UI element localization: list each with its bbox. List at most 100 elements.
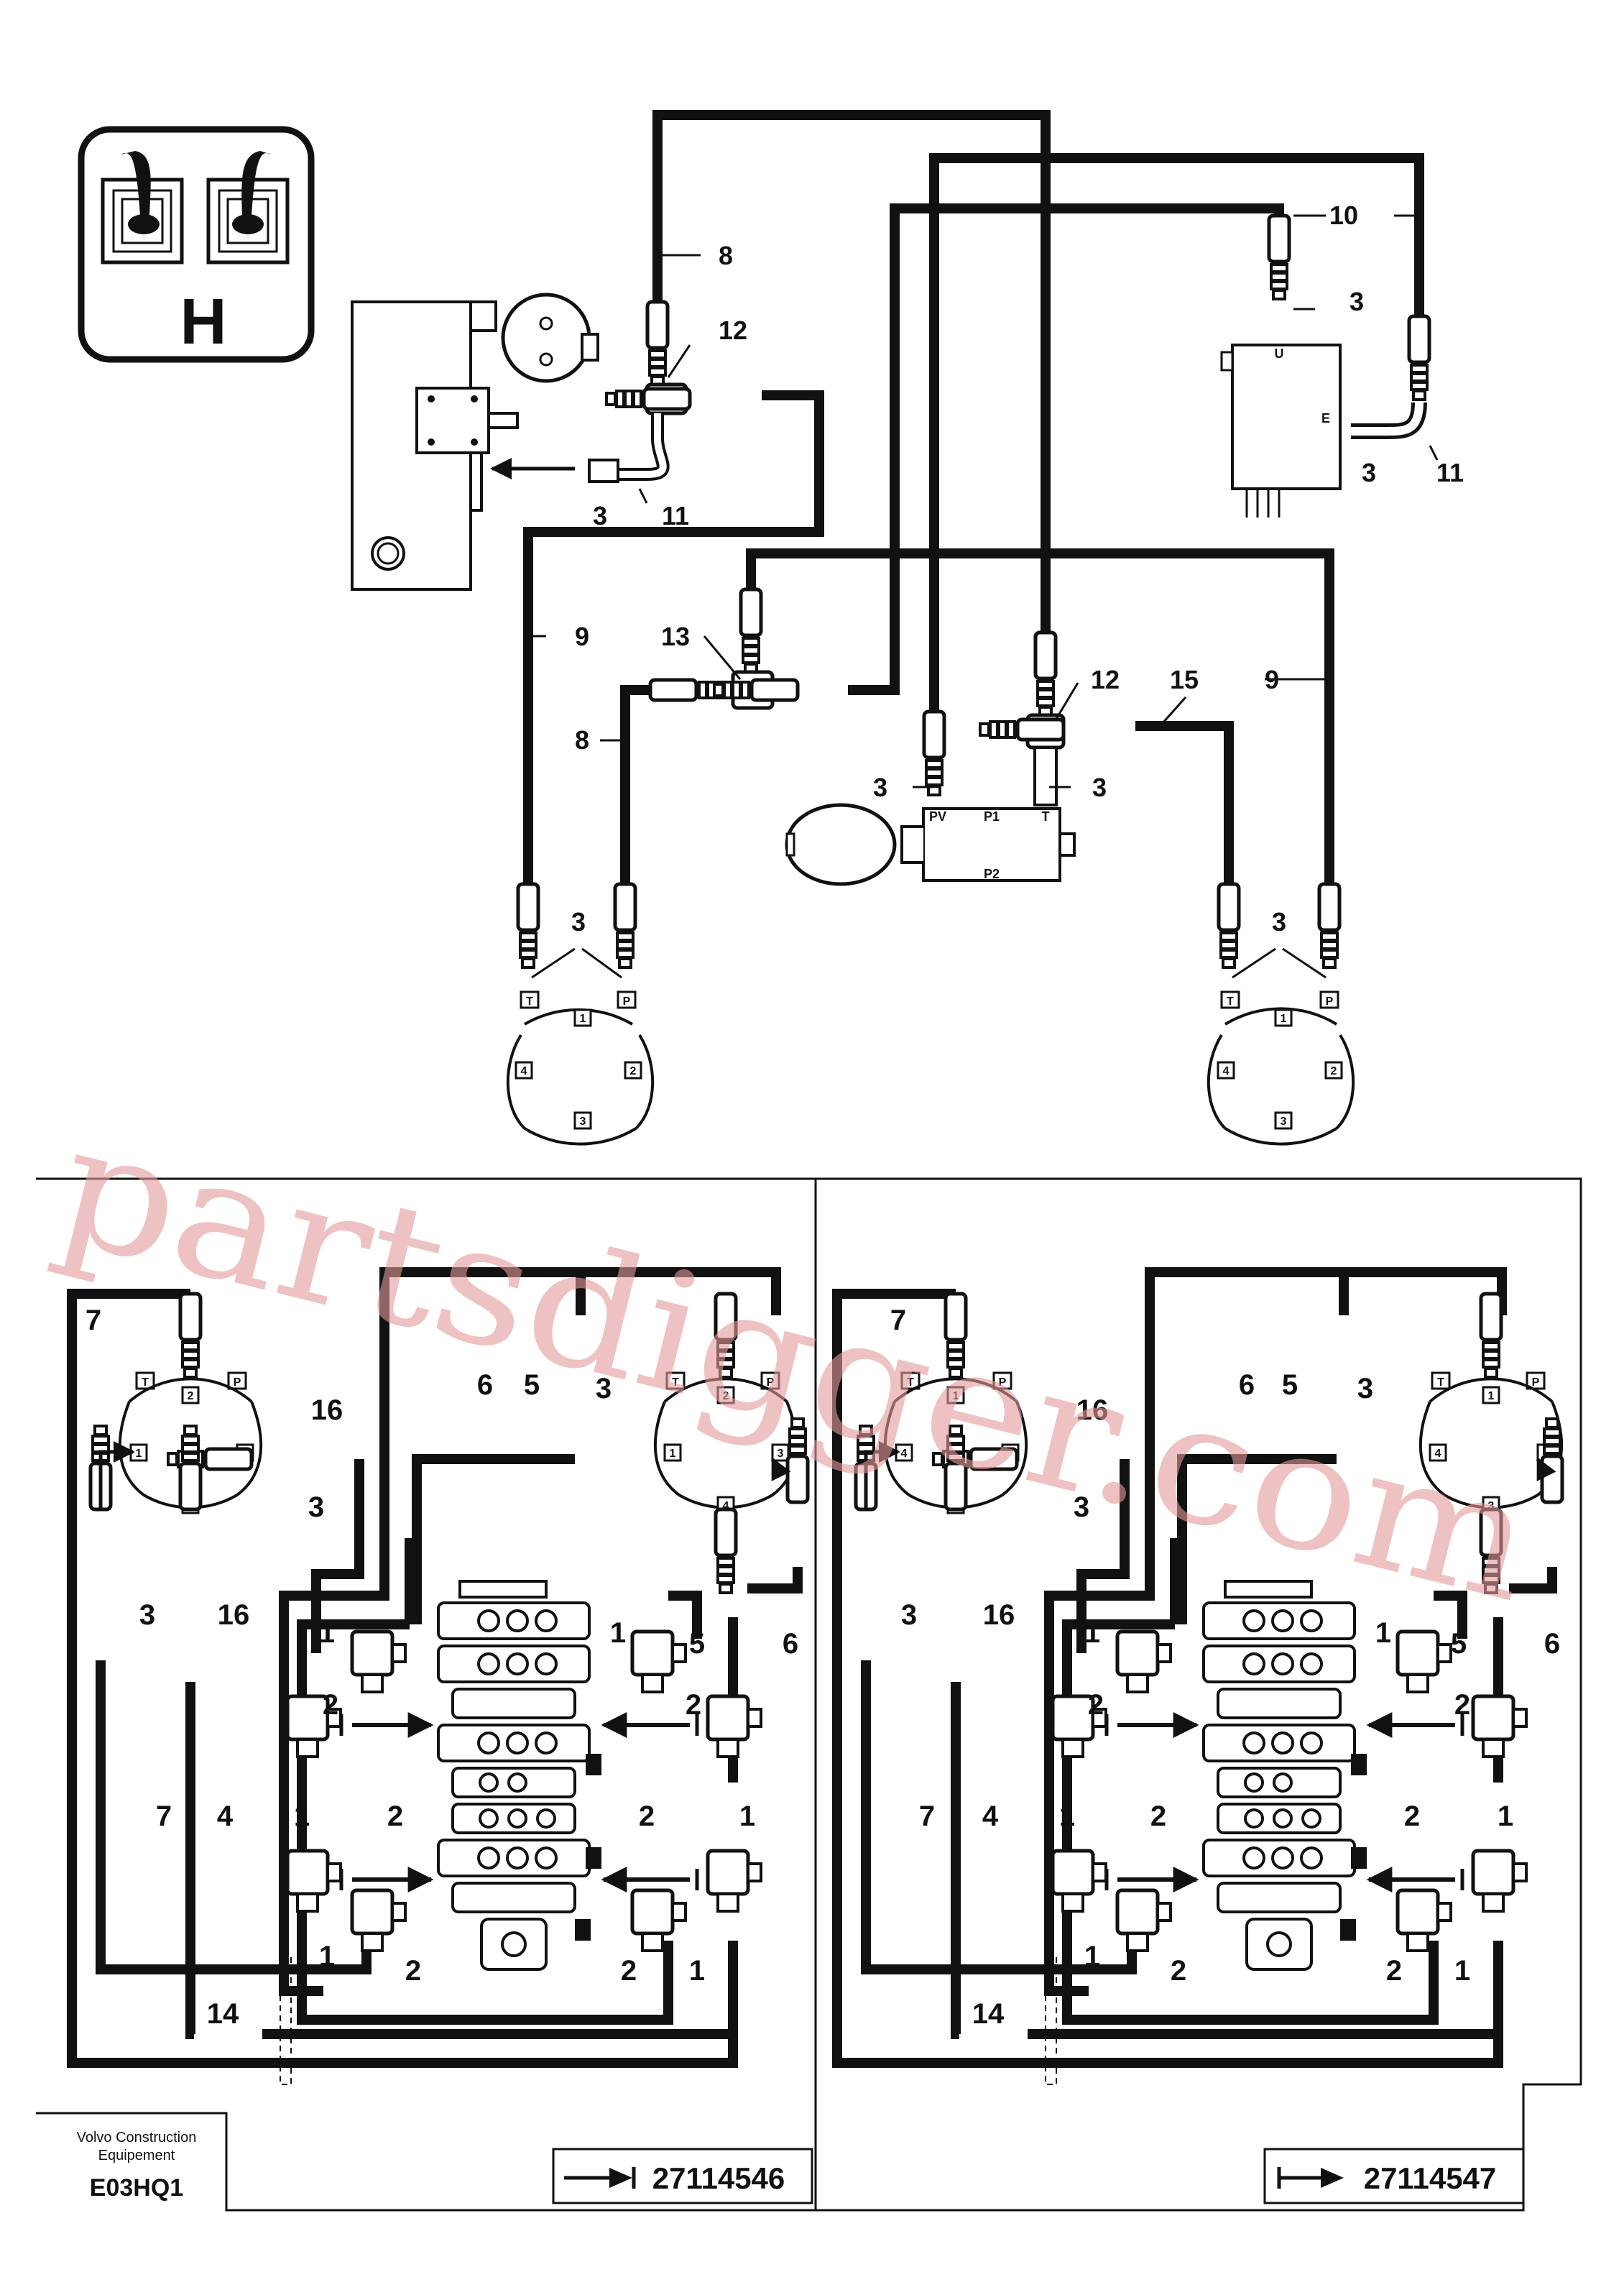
- port-t: T: [1227, 995, 1234, 1008]
- port-e-label: E: [1321, 411, 1330, 426]
- lower-left-main-valve: [280, 1580, 761, 2085]
- accumulator-valve-block: PV P1 T P2: [785, 633, 1076, 886]
- callout-5-top: 5: [1282, 1369, 1298, 1401]
- callout-1-b: 1: [1375, 1617, 1391, 1649]
- port-2: 2: [1331, 1065, 1337, 1077]
- callout-3-mid: 3: [308, 1491, 324, 1523]
- callout-1-f: 1: [1454, 1955, 1470, 1987]
- lower-left-pilot-left: T P 2 1 3 4: [91, 1294, 263, 1514]
- ref-number-left: 27114546: [652, 2161, 785, 2195]
- port-u-label: U: [1275, 346, 1284, 361]
- port-t: T: [907, 1376, 914, 1389]
- callout-4-mid: 4: [982, 1800, 999, 1832]
- port-p: P: [767, 1376, 775, 1389]
- port-1: 1: [136, 1448, 142, 1460]
- watermark: partsdigger.com: [41, 1088, 1551, 1639]
- port-t: T: [526, 995, 533, 1008]
- port-p: P: [1532, 1376, 1540, 1389]
- callout-1-d: 1: [739, 1800, 755, 1832]
- callout-3-pilot-left: 3: [571, 907, 586, 937]
- port-1: 1: [953, 1390, 959, 1402]
- callout-2-d: 2: [1404, 1800, 1420, 1832]
- lower-right-pilot-right: T P 1 4 2 3: [1418, 1294, 1562, 1593]
- tee-fitting-13: [650, 589, 798, 710]
- callout-2-a: 2: [1088, 1689, 1104, 1721]
- upper-callout-text: 8 12 3 11 10 3 3 11 9 13 8 12 15 9 3 3 3…: [571, 201, 1464, 937]
- callout-15: 15: [1170, 665, 1199, 694]
- callout-2-f: 2: [1386, 1955, 1402, 1987]
- callout-2-a: 2: [323, 1689, 338, 1721]
- callout-12-right: 12: [1091, 665, 1120, 694]
- ref-number-right: 27114547: [1364, 2161, 1497, 2195]
- callout-5-mid: 5: [1451, 1628, 1467, 1660]
- lower-right-pilot-left: T P 1 4 2 3: [856, 1294, 1028, 1514]
- callout-2-e: 2: [1171, 1955, 1186, 1987]
- port-pv-label: PV: [929, 809, 946, 824]
- port-4: 4: [521, 1065, 527, 1077]
- port-p1-label: P1: [984, 809, 1000, 824]
- port-p: P: [1326, 995, 1334, 1008]
- callout-1-b: 1: [610, 1617, 626, 1649]
- callout-2-c: 2: [1150, 1800, 1166, 1832]
- port-4: 4: [1223, 1065, 1229, 1077]
- callout-1-d: 1: [1498, 1800, 1513, 1832]
- port-1: 1: [580, 1013, 586, 1025]
- lower-right-hoses: [832, 1267, 1557, 2068]
- port-t: T: [142, 1376, 149, 1389]
- port-t: T: [1437, 1376, 1444, 1389]
- controls-badge: H: [78, 126, 315, 363]
- callout-9-left: 9: [575, 622, 589, 651]
- port-2: 2: [723, 1390, 729, 1402]
- tee-fitting-12-left: [588, 302, 690, 483]
- callout-7-top: 7: [890, 1305, 906, 1336]
- callout-4-mid: 4: [217, 1800, 234, 1832]
- company-line-1: Volvo Construction: [77, 2130, 197, 2145]
- callout-3-right-top: 3: [1350, 287, 1364, 316]
- callout-8-mid: 8: [575, 725, 589, 755]
- callout-16-low: 16: [218, 1599, 250, 1631]
- callout-12-left: 12: [719, 316, 747, 345]
- callout-11-right: 11: [1436, 458, 1464, 487]
- port-p2-label: P2: [984, 867, 1000, 881]
- callout-3-t: 3: [1092, 773, 1107, 802]
- left-cabin-block: [351, 293, 599, 591]
- callout-2-d: 2: [639, 1800, 655, 1832]
- right-cabin-block: U E: [1220, 216, 1429, 518]
- callout-6-top: 6: [477, 1369, 493, 1401]
- badge-letter: H: [180, 286, 227, 358]
- port-4: 4: [901, 1448, 908, 1460]
- ref-arrow-left-icon: [564, 2167, 636, 2189]
- lower-left-hoses: [67, 1267, 803, 2068]
- joystick-right-icon: [206, 151, 290, 265]
- callout-5-mid: 5: [689, 1628, 705, 1660]
- lower-frames: [36, 1177, 1582, 2212]
- port-3: 3: [580, 1116, 586, 1128]
- ref-arrow-right-icon: [1277, 2167, 1344, 2189]
- callout-9-right: 9: [1265, 665, 1279, 694]
- drawing-code: E03HQ1: [90, 2174, 183, 2202]
- callout-7-top: 7: [86, 1305, 101, 1336]
- port-1: 1: [670, 1448, 676, 1460]
- callout-3-low: 3: [139, 1599, 155, 1631]
- callout-1-e: 1: [319, 1941, 335, 1972]
- company-line-2: Equipement: [98, 2148, 175, 2163]
- callout-1-e: 1: [1084, 1941, 1100, 1972]
- callout-13: 13: [661, 622, 690, 651]
- lower-right-callouts: 7 6 5 3 16 3 3 16 1 1 5 6 2 2 7 4 1 2 2 …: [890, 1305, 1560, 2030]
- lower-left-callouts: 7 6 5 3 16 3 3 16 1 1 5 6 2 2 7 4 1 2 2 …: [86, 1305, 798, 2030]
- joystick-left-icon: [101, 151, 184, 265]
- callout-2-c: 2: [387, 1800, 403, 1832]
- callout-6-mid: 6: [1544, 1628, 1560, 1660]
- port-3: 3: [1281, 1116, 1287, 1128]
- lower-left-pilot-right: T P 2 1 3 4: [653, 1294, 808, 1593]
- port-4: 4: [1435, 1448, 1441, 1460]
- pilot-valve-upper-right: T P 1 4 2 3: [1207, 884, 1355, 1146]
- callout-16-top: 16: [311, 1394, 343, 1426]
- callout-16-top: 16: [1076, 1394, 1109, 1426]
- upper-callouts: [528, 214, 1439, 979]
- callout-3-right-bottom: 3: [1362, 458, 1376, 487]
- callout-2-b: 2: [686, 1689, 701, 1721]
- port-2: 2: [630, 1065, 637, 1077]
- port-3: 3: [778, 1448, 784, 1460]
